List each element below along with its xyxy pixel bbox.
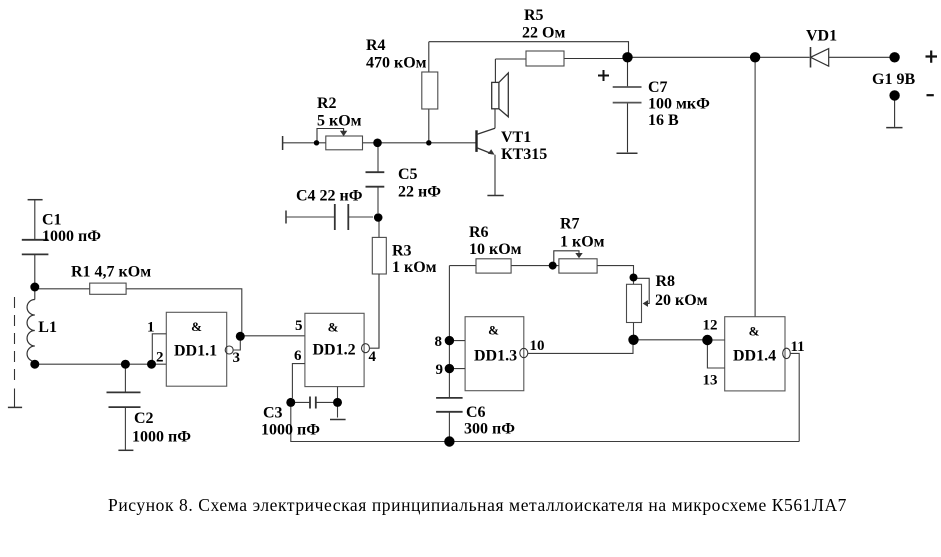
svg-text:R3: R3 (392, 243, 412, 260)
svg-text:9: 9 (436, 362, 444, 378)
svg-text:2: 2 (156, 350, 164, 366)
svg-text:КТ315: КТ315 (501, 146, 547, 163)
svg-text:&: & (488, 323, 499, 338)
svg-text:G1 9В: G1 9В (872, 71, 915, 88)
svg-text:R8: R8 (656, 273, 676, 290)
svg-text:DD1.2: DD1.2 (313, 342, 356, 359)
svg-text:VT1: VT1 (501, 129, 531, 146)
svg-text:VD1: VD1 (806, 28, 837, 45)
svg-text:R2: R2 (317, 95, 337, 112)
svg-text:&: & (328, 320, 339, 335)
svg-text:10: 10 (530, 338, 545, 354)
svg-text:20 кОм: 20 кОм (655, 292, 708, 309)
svg-text:3: 3 (233, 350, 241, 366)
svg-text:C3: C3 (263, 405, 283, 422)
svg-text:6: 6 (294, 348, 302, 364)
svg-text:R5: R5 (524, 7, 544, 24)
svg-text:300 пФ: 300 пФ (464, 421, 515, 438)
svg-text:100 мкФ: 100 мкФ (648, 96, 710, 113)
svg-text:22 нФ: 22 нФ (398, 184, 441, 201)
svg-text:470 кОм: 470 кОм (366, 55, 427, 72)
svg-text:C6: C6 (466, 404, 486, 421)
svg-text:1: 1 (147, 320, 155, 336)
svg-text:13: 13 (703, 373, 718, 389)
svg-text:11: 11 (791, 339, 805, 355)
svg-text:DD1.3: DD1.3 (474, 348, 517, 365)
svg-text:C5: C5 (398, 166, 418, 183)
svg-text:12: 12 (703, 318, 718, 334)
svg-text:10 кОм: 10 кОм (469, 241, 522, 258)
svg-text:C2: C2 (134, 410, 154, 427)
svg-text:R4: R4 (366, 37, 386, 54)
svg-text:&: & (191, 319, 202, 334)
svg-text:DD1.4: DD1.4 (733, 348, 776, 365)
svg-text:1 кОм: 1 кОм (392, 259, 437, 276)
svg-text:R7: R7 (560, 216, 580, 233)
svg-text:C4 22 нФ: C4 22 нФ (296, 188, 363, 205)
svg-text:16 В: 16 В (648, 112, 679, 129)
svg-text:8: 8 (435, 334, 443, 350)
svg-text:C1: C1 (42, 212, 62, 229)
svg-text:1000 пФ: 1000 пФ (42, 228, 101, 245)
svg-text:1000 пФ: 1000 пФ (132, 429, 191, 446)
svg-text:4: 4 (369, 349, 377, 365)
svg-text:R1 4,7 кОм: R1 4,7 кОм (71, 264, 151, 281)
svg-text:1000 пФ: 1000 пФ (261, 422, 320, 439)
svg-text:C7: C7 (648, 79, 668, 96)
svg-text:1 кОм: 1 кОм (560, 234, 605, 251)
svg-text:L1: L1 (38, 319, 57, 336)
svg-text:Рисунок 8. Схема электрическая: Рисунок 8. Схема электрическая принципиа… (108, 495, 847, 515)
svg-text:5: 5 (295, 318, 303, 334)
svg-text:DD1.1: DD1.1 (174, 343, 217, 360)
svg-text:&: & (749, 324, 760, 339)
svg-text:22 Ом: 22 Ом (522, 25, 565, 42)
svg-text:R6: R6 (469, 224, 489, 241)
svg-text:5 кОм: 5 кОм (317, 113, 362, 130)
